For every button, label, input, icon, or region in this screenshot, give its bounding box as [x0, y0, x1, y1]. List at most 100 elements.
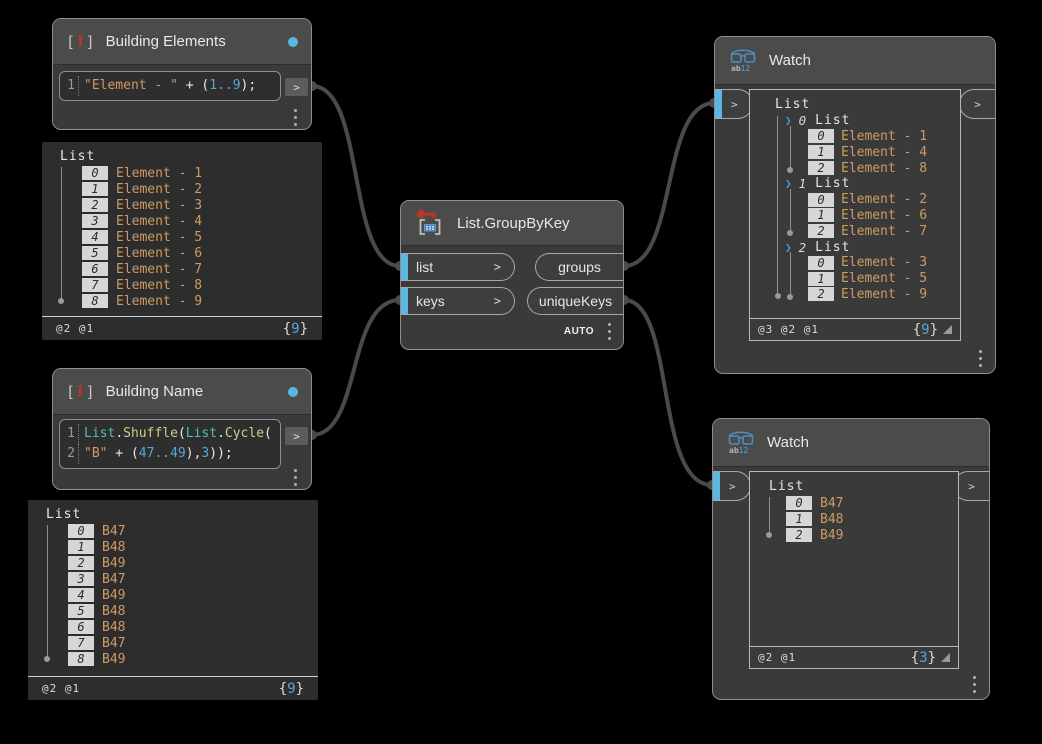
context-menu-button[interactable]: [971, 674, 978, 695]
code-block-icon: [I]: [66, 32, 95, 51]
output-port-uniquekeys[interactable]: uniqueKeys: [527, 287, 623, 315]
code-token: Cycle: [224, 426, 265, 441]
wire-name-to-keys[interactable]: [310, 298, 402, 437]
group-guide-line: [789, 188, 791, 232]
context-menu-button[interactable]: [606, 321, 613, 342]
index-badge: 0: [808, 129, 834, 144]
port-label: list: [416, 259, 434, 275]
wire-elements-to-list[interactable]: [310, 84, 402, 268]
wire-uniquekeys-to-watch[interactable]: [622, 298, 714, 487]
item-value: Element - 6: [116, 245, 203, 261]
building-elements-header[interactable]: [I] Building Elements: [53, 19, 311, 65]
brace-open: {: [912, 321, 922, 338]
index-badge: 0: [82, 166, 108, 180]
item-value: B49: [102, 587, 126, 603]
watch-header[interactable]: ab12 Watch: [713, 419, 989, 467]
resize-handle[interactable]: [941, 653, 950, 662]
watch-output-port[interactable]: >: [959, 89, 995, 119]
port-arrow: >: [731, 97, 738, 111]
list-root-label: List: [60, 149, 96, 164]
list-groupbykey-node: List.GroupByKey list > keys > groups uni…: [400, 200, 624, 350]
code-token: + (: [107, 446, 139, 461]
index-badge: 6: [68, 620, 94, 634]
resize-handle[interactable]: [943, 325, 952, 334]
port-arrow: >: [729, 479, 736, 493]
watch-input-port[interactable]: >: [713, 471, 751, 501]
item-value: B47: [820, 495, 844, 511]
port-stripe: [715, 90, 722, 118]
item-value: Element - 5: [116, 229, 203, 245]
output-port-button[interactable]: >: [285, 427, 308, 445]
output-port-groups[interactable]: groups: [535, 253, 623, 281]
node-title: Building Elements: [105, 33, 226, 50]
group-index: 2: [798, 239, 807, 255]
context-menu-button[interactable]: [292, 107, 299, 128]
code-line: 1"Element - " + (1..9);: [65, 76, 272, 96]
line-number: 1: [65, 76, 79, 96]
index-badge: 8: [82, 294, 108, 308]
input-port-keys[interactable]: keys >: [401, 287, 515, 315]
context-menu-button[interactable]: [977, 348, 984, 369]
list-guide-dot: [58, 298, 64, 304]
expand-chevron-icon[interactable]: ❯: [785, 177, 792, 191]
expand-chevron-icon[interactable]: ❯: [785, 240, 792, 254]
index-badge: 5: [68, 604, 94, 618]
index-badge: 0: [786, 496, 812, 510]
code-token: ));: [209, 446, 233, 461]
item-count: {9}: [283, 321, 308, 337]
port-label: uniqueKeys: [538, 293, 613, 309]
list-levels: @2 @1: [758, 651, 797, 664]
port-label: keys: [416, 293, 445, 309]
list-root-label: List: [775, 97, 811, 112]
item-value: Element - 3: [841, 255, 928, 271]
count-number: 3: [919, 649, 928, 666]
code-editor[interactable]: 1"Element - " + (1..9);: [59, 71, 281, 101]
index-badge: 1: [68, 540, 94, 554]
input-port-list[interactable]: list >: [401, 253, 515, 281]
code-token: 47..49: [138, 446, 186, 461]
index-badge: 2: [786, 528, 812, 542]
node-title: Watch: [769, 52, 811, 69]
group-index: 1: [798, 176, 807, 192]
code-token: List: [185, 426, 218, 441]
item-value: Element - 3: [116, 197, 203, 213]
index-badge: 1: [786, 512, 812, 526]
building-name-header[interactable]: [I] Building Name: [53, 369, 311, 415]
lacing-selector[interactable]: AUTO: [563, 325, 594, 337]
item-value: Element - 7: [116, 261, 203, 277]
groupbykey-icon: [414, 207, 446, 239]
building-elements-node: [I] Building Elements 1"Element - " + (1…: [52, 18, 312, 130]
code-text: List.Shuffle(List.Cycle(: [84, 424, 272, 444]
tree-guide-dot: [774, 293, 781, 300]
context-menu-button[interactable]: [292, 467, 299, 488]
expand-chevron-icon[interactable]: ❯: [785, 114, 792, 128]
watch-icon: ab12: [728, 45, 758, 77]
code-token: Shuffle: [123, 426, 178, 441]
group-guide-dot: [787, 167, 793, 174]
item-value: Element - 9: [841, 286, 928, 302]
watch-input-port[interactable]: >: [715, 89, 753, 119]
output-port-button[interactable]: >: [285, 78, 308, 96]
groupbykey-header[interactable]: List.GroupByKey: [401, 201, 623, 246]
wire-groups-to-watch[interactable]: [622, 101, 716, 268]
item-value: Element - 9: [116, 293, 203, 309]
node-footer: AUTO: [564, 313, 613, 349]
item-value: B49: [102, 555, 126, 571]
code-token: "Element - ": [84, 78, 178, 93]
code-token: );: [240, 78, 257, 93]
watch-header[interactable]: ab12 Watch: [715, 37, 995, 85]
group-guide-dot: [787, 293, 793, 300]
code-line: 2"B" + (47..49),3));: [65, 444, 272, 464]
